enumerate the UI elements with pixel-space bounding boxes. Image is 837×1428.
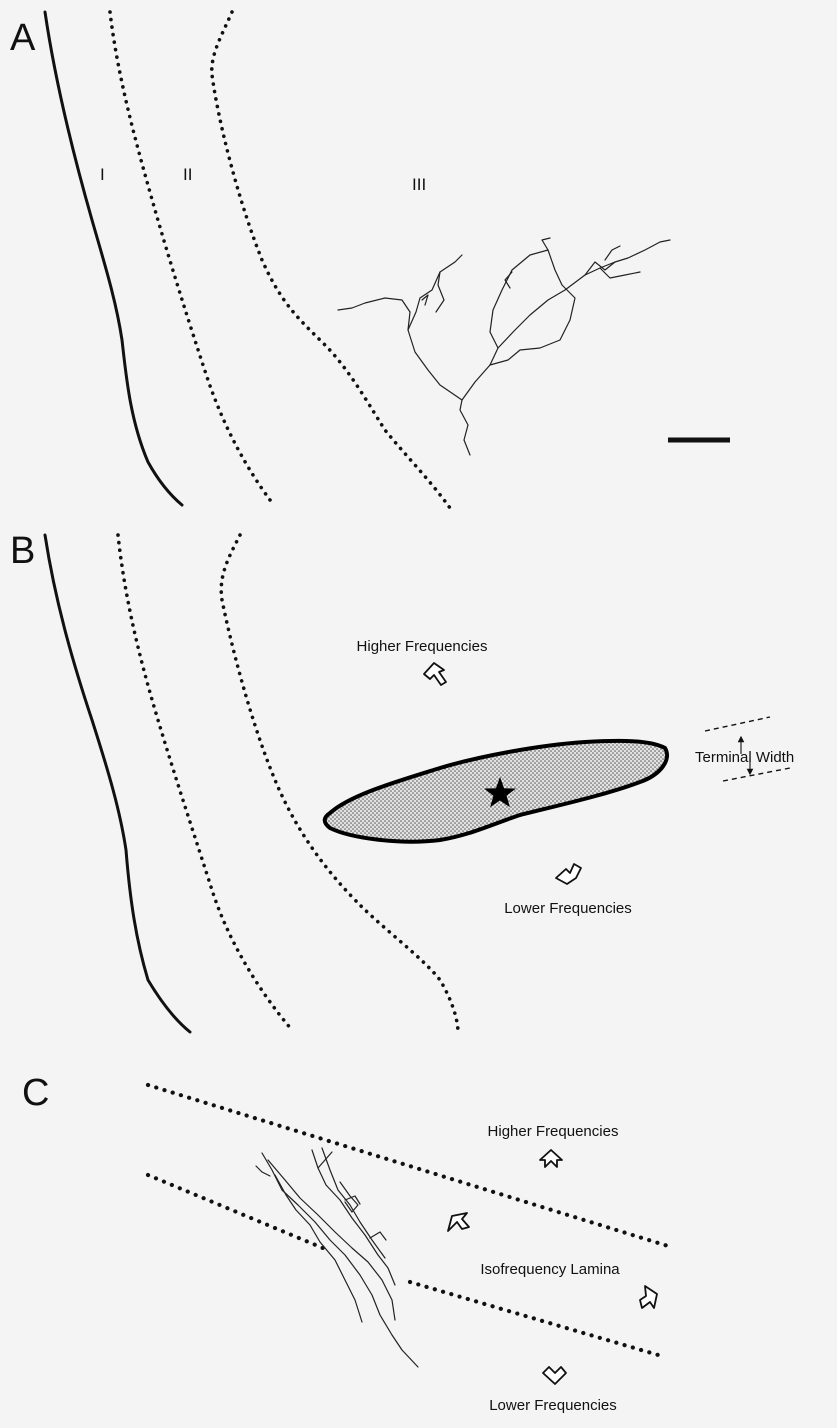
layer-label-i: I [100,165,105,184]
panel-c: C Higher Frequencies Isofrequency Lamina… [22,1072,668,1414]
isofrequency-lamina-label: Isofrequency Lamina [480,1261,620,1278]
panel-c-lamina-boundary-lower-left [148,1175,330,1251]
layer-label-iii: III [412,175,426,194]
panel-b: B Higher Frequencies Terminal Width Lowe… [10,530,794,1032]
panel-c-up-arrow-icon [540,1150,562,1167]
axon-arbor-c [256,1148,418,1367]
panel-c-lamina-boundary-upper [148,1085,668,1246]
panel-a-label: A [10,17,36,59]
panel-a: A I II III [10,12,730,508]
terminal-width-lower-line [723,768,790,781]
panel-c-label: C [22,1072,49,1114]
terminal-width-label: Terminal Width [695,749,794,766]
panel-a-layer-boundary-2-3 [212,12,450,508]
panel-c-lower-frequencies-label: Lower Frequencies [489,1397,617,1414]
panel-c-higher-frequencies-label: Higher Frequencies [488,1123,619,1140]
panel-b-lower-frequencies-label: Lower Frequencies [504,900,632,917]
panel-b-label: B [10,530,35,572]
panel-c-lamina-boundary-lower-right [410,1282,665,1357]
panel-b-layer-boundary-surface [45,535,190,1032]
panel-c-right-arrow-icon [640,1286,657,1308]
axon-arbor-a [338,238,670,455]
panel-b-layer-boundary-1-2 [118,535,292,1030]
layer-label-ii: II [183,165,192,184]
panel-b-up-arrow-icon [424,663,446,685]
panel-b-down-arrow-icon [556,864,581,884]
panel-c-down-arrow-icon [543,1367,566,1384]
panel-c-left-arrow-icon [448,1213,469,1231]
panel-b-higher-frequencies-label: Higher Frequencies [357,638,488,655]
panel-a-layer-boundary-surface [45,12,182,505]
terminal-width-upper-line [705,717,770,731]
panel-a-layer-boundary-1-2 [110,12,270,500]
